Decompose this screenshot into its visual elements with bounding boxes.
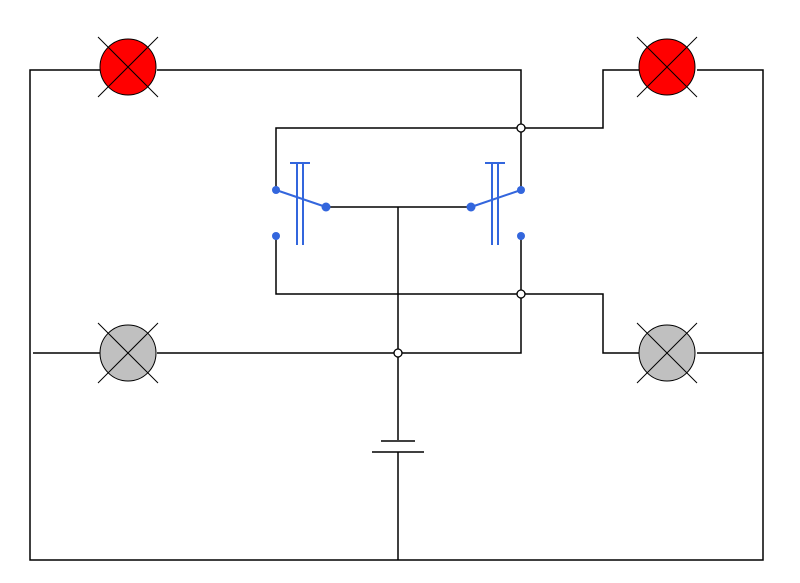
lamp-x-mark — [636, 36, 698, 98]
lamps — [97, 36, 698, 384]
switch-left-blade — [275, 189, 327, 208]
wires — [29, 69, 764, 561]
switch-right-pivot — [466, 202, 476, 212]
switch-right[interactable] — [466, 162, 526, 245]
junction-node — [393, 348, 403, 358]
switch-right-contact-lower — [517, 232, 525, 240]
junction-node — [516, 289, 526, 299]
wire-outer-left — [29, 69, 764, 561]
battery-symbol — [372, 440, 424, 453]
lamp-top-left[interactable] — [97, 36, 159, 98]
junction-nodes — [393, 123, 526, 358]
lamp-x-mark — [97, 36, 159, 98]
switch-right-contact-upper — [517, 186, 525, 194]
switch-left[interactable] — [272, 162, 331, 245]
switch-left-contact-lower — [272, 232, 280, 240]
wire-upper-bus — [275, 69, 639, 190]
lamp-top-right[interactable] — [636, 36, 698, 98]
switch-left-contact-upper — [272, 186, 280, 194]
lamp-x-mark — [97, 322, 159, 384]
lamp-x-mark — [636, 322, 698, 384]
wire-top-left — [157, 69, 522, 128]
switch-left-pivot — [321, 202, 331, 212]
wire-right-lower — [398, 236, 522, 354]
switch-right-blade — [470, 189, 522, 208]
lamp-bottom-left[interactable] — [97, 322, 159, 384]
wire-lower-bus — [275, 236, 639, 354]
junction-node — [516, 123, 526, 133]
wire-outer-top-right — [697, 69, 764, 353]
lamp-bottom-right[interactable] — [636, 322, 698, 384]
